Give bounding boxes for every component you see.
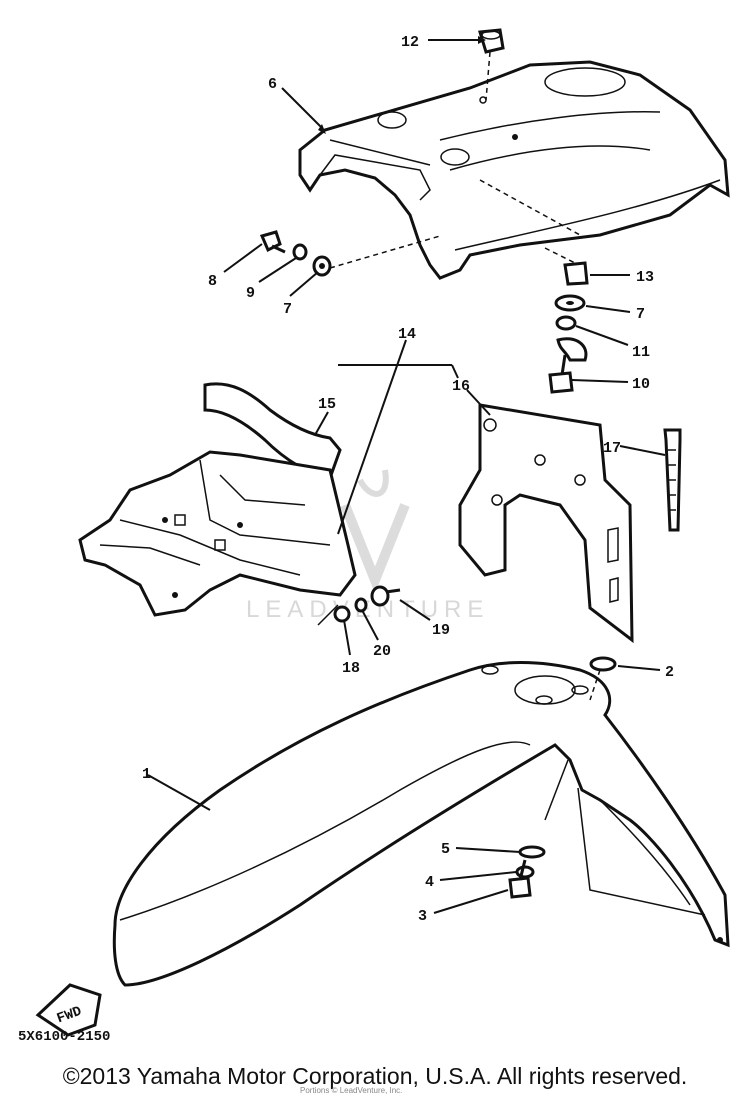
part-11-washer	[555, 315, 577, 331]
part-5-clip	[518, 845, 546, 859]
part-1-front-fender	[112, 661, 730, 987]
callout-17: 17	[603, 440, 621, 457]
part-3-bolt	[508, 859, 532, 899]
callout-14: 14	[398, 326, 416, 343]
parts-diagram: LEADVENTURE	[18, 28, 730, 1045]
callout-10: 10	[632, 376, 650, 393]
part-15-pad	[203, 382, 342, 480]
callout-20: 20	[373, 643, 391, 660]
callout-8: 8	[208, 273, 217, 290]
part-10-bolt-clamp	[548, 337, 588, 394]
diagram-code: 5X6100-2150	[18, 1029, 110, 1045]
part-6-rear-fender	[298, 60, 730, 280]
part-8-bolt	[259, 230, 286, 254]
callout-7-left: 7	[283, 301, 292, 318]
small-notice: Portions © LeadVenture, Inc.	[300, 1086, 403, 1095]
leader-lines	[147, 36, 666, 914]
callout-2: 2	[665, 664, 674, 681]
callout-7-right: 7	[636, 306, 645, 323]
fwd-arrow-icon: FWD	[35, 983, 102, 1037]
copyright-notice: ©2013 Yamaha Motor Corporation, U.S.A. A…	[62, 1063, 688, 1089]
part-7-washer-left	[312, 255, 332, 277]
callout-13: 13	[636, 269, 654, 286]
part-17-cable-tie	[663, 428, 682, 532]
callout-labels: 12 6 8 9 7 13 7 11 10 14 15 16 17 18 20 …	[142, 34, 674, 925]
callout-12: 12	[401, 34, 419, 51]
callout-18: 18	[342, 660, 360, 677]
callout-15: 15	[318, 396, 336, 413]
part-20-washer	[354, 597, 368, 613]
part-19-bolt	[370, 585, 401, 607]
callout-16: 16	[452, 378, 470, 395]
part-13-nut	[563, 261, 589, 286]
callout-3: 3	[418, 908, 427, 925]
part-7-washer-right	[554, 294, 586, 312]
part-14-tray	[78, 450, 357, 617]
part-2-washer	[589, 656, 617, 672]
part-9-washer	[292, 243, 308, 261]
callout-1: 1	[142, 766, 151, 783]
callout-9: 9	[246, 285, 255, 302]
callout-5: 5	[441, 841, 450, 858]
part-16-plate	[458, 403, 634, 644]
callout-11: 11	[632, 344, 650, 361]
callout-4: 4	[425, 874, 434, 891]
part-12-nut	[478, 28, 505, 54]
part-18-washer	[333, 605, 351, 623]
callout-19: 19	[432, 622, 450, 639]
callout-6: 6	[268, 76, 277, 93]
part-4-washer	[515, 865, 535, 879]
